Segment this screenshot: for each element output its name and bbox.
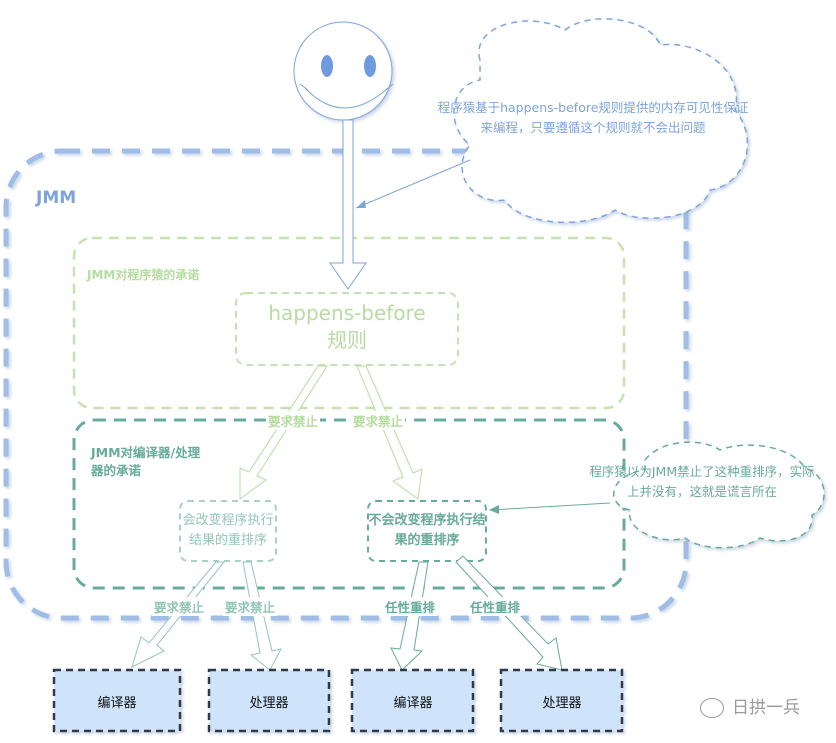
compiler-promise-title: JMM对编译器/处理器的承诺 bbox=[91, 445, 201, 478]
target-box-processor-1 bbox=[207, 668, 331, 733]
changing-to-processor-arrow bbox=[242, 561, 282, 671]
watermark-text: 日拱一兵 bbox=[732, 698, 800, 718]
cloud-top bbox=[453, 18, 749, 224]
programmer-promise-title: JMM对程序猿的承诺 bbox=[87, 268, 200, 282]
watermark: 日拱一兵 bbox=[700, 693, 800, 718]
cloud-top-text: 程序猿基于happens-before规则提供的内存可见性保证来编程，只要遵循这… bbox=[437, 100, 749, 135]
changing-reorder-box bbox=[179, 500, 277, 562]
target-box-compiler-1 bbox=[52, 668, 182, 733]
target-label-processor-2: 处理器 bbox=[542, 696, 582, 711]
hb-to-changing-arrow bbox=[239, 365, 328, 500]
cloud-top-pointer-head bbox=[356, 200, 366, 208]
edge-label-changing-to-compiler: 要求禁止 bbox=[152, 597, 207, 616]
target-label-compiler-1: 编译器 bbox=[97, 696, 137, 711]
edge-label-changing-to-processor: 要求禁止 bbox=[223, 597, 278, 616]
not-changing-reorder-label: 不会改变程序执行结果的重排序 bbox=[368, 513, 486, 548]
wechat-icon bbox=[700, 698, 724, 718]
changing-reorder-label: 会改变程序执行结果的重排序 bbox=[182, 513, 274, 548]
cloud-right-text: 程序猿以为JMM禁止了这种重排序，实际上并没有，这就是谎言所在 bbox=[589, 464, 815, 499]
cloud-right-pointer bbox=[489, 502, 611, 511]
target-box-compiler-2 bbox=[350, 668, 475, 733]
happens-before-rule-label: happens-before 规则 bbox=[268, 301, 426, 352]
target-label-processor-1: 处理器 bbox=[249, 696, 289, 711]
not-changing-reorder-box bbox=[367, 500, 487, 562]
target-box-processor-2 bbox=[499, 668, 624, 733]
hb-to-not-changing-arrow bbox=[356, 365, 423, 500]
cloud-right-pointer-head bbox=[489, 505, 499, 514]
edge-label-hb-to-not-changing: 要求禁止 bbox=[351, 411, 406, 430]
not-changing-to-compiler-arrow bbox=[390, 561, 429, 671]
edge-label-not-changing-to-compiler: 任性重排 bbox=[383, 597, 438, 616]
cloud-right bbox=[613, 441, 825, 549]
smiley-to-hb-arrow bbox=[329, 119, 367, 290]
target-label-compiler-2: 编译器 bbox=[393, 696, 433, 711]
cloud-top-pointer bbox=[355, 159, 471, 209]
happens-before-box bbox=[235, 292, 459, 366]
edge-label-hb-to-changing: 要求禁止 bbox=[266, 411, 321, 430]
programmer-smiley-icon bbox=[293, 21, 394, 121]
jmm-label: JMM bbox=[36, 188, 77, 208]
edge-label-not-changing-to-processor: 任性重排 bbox=[468, 597, 523, 616]
